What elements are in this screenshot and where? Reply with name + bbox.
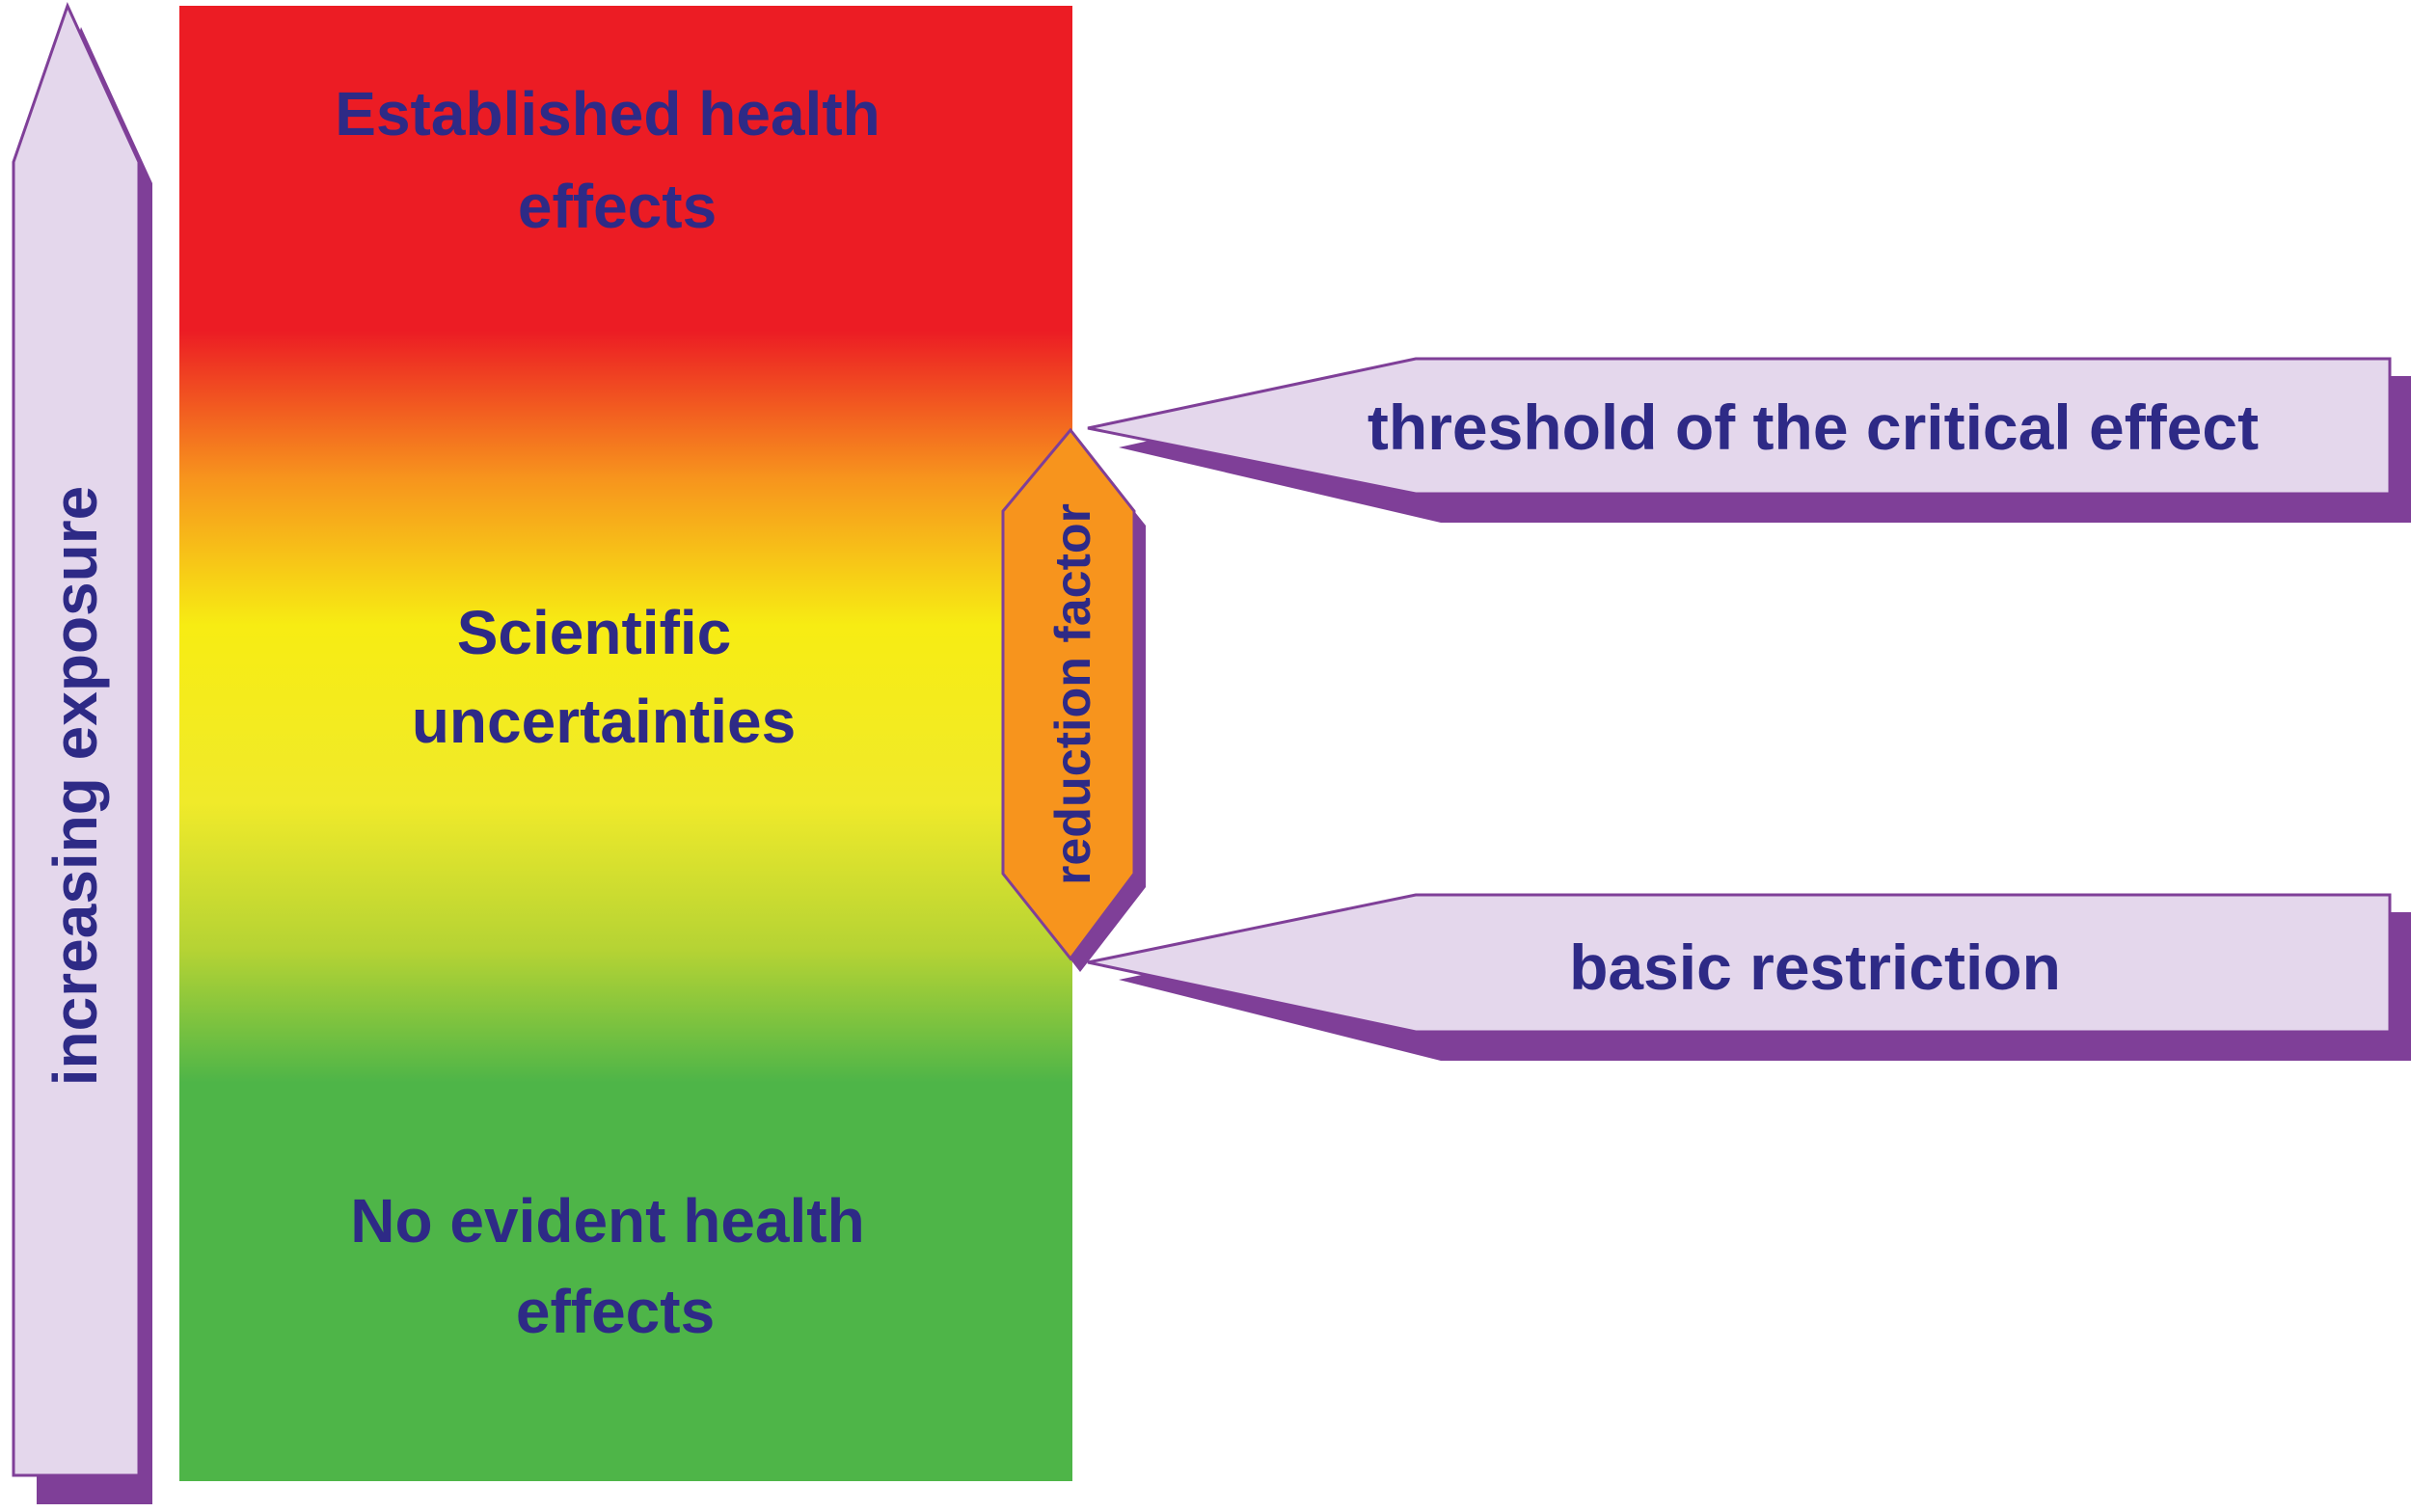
zone-top-label-line2: effects: [518, 172, 717, 241]
zone-top-label-line1: Established health: [335, 79, 880, 148]
zone-bottom-label-line2: effects: [516, 1277, 715, 1346]
basic-restriction-pointer: basic restriction: [1087, 893, 2411, 1061]
basic-restriction-body: [1087, 893, 2392, 1034]
threshold-pointer: threshold of the critical effect: [1087, 357, 2411, 523]
reduction-factor-label: reduction factor: [1045, 503, 1101, 885]
threshold-pointer-body: [1087, 357, 2392, 496]
increasing-exposure-arrow: increasing exposure: [12, 1, 152, 1504]
threshold-pointer-label: threshold of the critical effect: [1368, 392, 2259, 463]
zone-middle-label-line2: uncertainties: [412, 687, 796, 756]
exposure-arrow-body: [12, 1, 141, 1477]
reduction-factor-body: [1001, 427, 1136, 961]
exposure-arrow-label: increasing exposure: [41, 486, 110, 1086]
basic-restriction-label: basic restriction: [1569, 932, 2061, 1003]
zone-middle-label-line1: Scientific: [457, 598, 732, 667]
reduction-factor-arrow: reduction factor: [1001, 427, 1146, 972]
zone-bottom-label-line1: No evident health: [350, 1186, 864, 1256]
exposure-zone-column: [179, 6, 1072, 1481]
